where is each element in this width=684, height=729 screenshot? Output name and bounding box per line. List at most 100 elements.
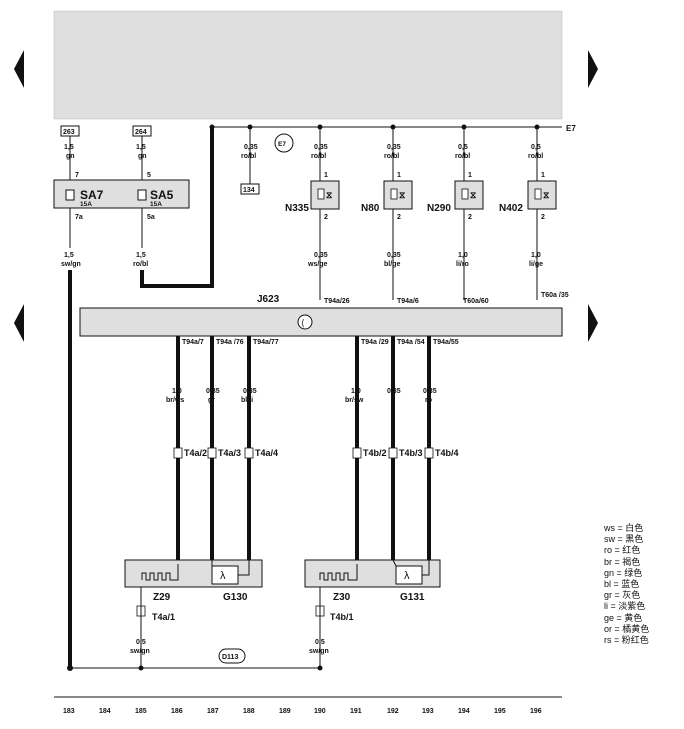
fuse2-out-color: ro/bl xyxy=(133,261,148,268)
svg-text:2: 2 xyxy=(468,214,472,221)
ground-point-d113 xyxy=(218,648,246,664)
svg-text:0,35: 0,35 xyxy=(387,144,401,151)
svg-text:⧖: ⧖ xyxy=(470,190,476,200)
svg-text:ro/bl: ro/bl xyxy=(311,153,326,160)
svg-text:T4b/2: T4b/2 xyxy=(363,448,387,458)
svg-text:1: 1 xyxy=(468,172,472,179)
legend-item: bl = 蓝色 xyxy=(604,579,640,590)
svg-text:1,0: 1,0 xyxy=(172,388,182,395)
svg-text:0,35: 0,35 xyxy=(243,388,257,395)
svg-text:185: 185 xyxy=(135,708,147,715)
nav-left-arrow-top[interactable] xyxy=(14,50,24,88)
sensor2-conn: T4b/1 xyxy=(330,612,354,622)
svg-text:T4a/4: T4a/4 xyxy=(255,448,278,458)
svg-text:1,0: 1,0 xyxy=(531,252,541,259)
svg-text:184: 184 xyxy=(99,708,111,715)
valve-n402-pin: T60a /35 xyxy=(541,292,569,299)
legend-item: ws = 白色 xyxy=(604,523,644,533)
fuse1-pin-out: 7a xyxy=(75,214,83,221)
fuse2-in-size: 1,5 xyxy=(136,144,146,151)
svg-text:0,35: 0,35 xyxy=(314,252,328,259)
svg-text:193: 193 xyxy=(422,708,434,715)
sensor-wire-4: T94a /29 1,0 br/sw T4b/2 xyxy=(345,336,389,560)
valve-n80-name: N80 xyxy=(361,203,380,214)
fuse1-in-size: 1,5 xyxy=(64,144,74,151)
svg-text:188: 188 xyxy=(243,708,255,715)
wire-color-legend: ws = 白色 sw = 黑色 ro = 红色 br = 褐色 gn = 绿色 … xyxy=(604,523,649,646)
svg-text:bl/li: bl/li xyxy=(241,397,253,404)
svg-text:T4b/4: T4b/4 xyxy=(435,448,459,458)
e7-branch-size: 0,35 xyxy=(244,144,258,151)
nav-right-arrow-top[interactable] xyxy=(588,50,598,88)
ecu-label: J623 xyxy=(257,294,280,305)
svg-text:T4a/3: T4a/3 xyxy=(218,448,241,458)
fuse2-out-size: 1,5 xyxy=(136,252,146,259)
svg-text:2: 2 xyxy=(397,214,401,221)
ecu-j623 xyxy=(79,307,563,337)
svg-text:0,35: 0,35 xyxy=(387,252,401,259)
svg-text:0,35: 0,35 xyxy=(423,388,437,395)
legend-item: sw = 黑色 xyxy=(604,534,644,545)
fuse2-rating: 15A xyxy=(150,201,162,208)
nav-left-arrow-middle[interactable] xyxy=(14,304,24,342)
svg-text:1: 1 xyxy=(541,172,545,179)
svg-text:183: 183 xyxy=(63,708,75,715)
connector-markers xyxy=(136,447,434,617)
svg-text:ro/bl: ro/bl xyxy=(384,153,399,160)
valve-n335: 0,35 ro/bl ⧖ 1 2 N335 0,35 ws/ge T94a/26 xyxy=(285,127,350,305)
valve-n80: 0,35 ro/bl ⧖ 1 2 N80 0,35 bl/ge T94a/6 xyxy=(361,127,419,305)
fuse-holder xyxy=(53,179,190,209)
svg-text:0,5: 0,5 xyxy=(458,144,468,151)
svg-text:br/sw: br/sw xyxy=(345,397,364,404)
svg-text:192: 192 xyxy=(387,708,399,715)
connector-ref-264: 264 xyxy=(135,129,147,136)
valve-n290-name: N290 xyxy=(427,203,451,214)
svg-text:⧖: ⧖ xyxy=(399,190,405,200)
svg-text:ro/bl: ro/bl xyxy=(455,153,470,160)
svg-text:1,0: 1,0 xyxy=(351,388,361,395)
legend-item: gr = 灰色 xyxy=(604,590,641,601)
svg-text:195: 195 xyxy=(494,708,506,715)
svg-text:li/ro: li/ro xyxy=(456,261,469,268)
e7-ref-circle xyxy=(274,133,294,153)
legend-item: ro = 红色 xyxy=(604,545,641,556)
svg-text:0,35: 0,35 xyxy=(206,388,220,395)
svg-text:T94a /29: T94a /29 xyxy=(361,339,389,346)
fuse1-name: SA7 xyxy=(80,188,104,202)
fuse2-pin-in: 5 xyxy=(147,172,151,179)
svg-text:1: 1 xyxy=(397,172,401,179)
svg-text:bl/ge: bl/ge xyxy=(384,261,400,268)
svg-text:187: 187 xyxy=(207,708,219,715)
svg-text:1,0: 1,0 xyxy=(458,252,468,259)
svg-text:186: 186 xyxy=(171,708,183,715)
oxygen-sensor-2: λ Z30 G131 xyxy=(304,559,441,603)
fuse1-out-color: sw/gn xyxy=(61,261,81,268)
svg-text:T94a/55: T94a/55 xyxy=(433,339,459,346)
power-panel xyxy=(53,10,563,120)
nav-right-arrow-middle[interactable] xyxy=(588,304,598,342)
valve-n402-name: N402 xyxy=(499,203,523,214)
svg-text:196: 196 xyxy=(530,708,542,715)
sensor-g131-name: G131 xyxy=(400,592,425,603)
sensor1-conn: T4a/1 xyxy=(152,612,175,622)
valve-n80-pin: T94a/6 xyxy=(397,298,419,305)
fuse1-out-size: 1,5 xyxy=(64,252,74,259)
ecu-symbol-icon xyxy=(297,314,313,330)
svg-text:li/ge: li/ge xyxy=(529,261,543,268)
sa5-feed-wire xyxy=(140,127,214,288)
svg-text:1: 1 xyxy=(324,172,328,179)
valve-n402: 0,5 ro/bl ⧖ 1 2 N402 1,0 li/ge T60a /35 xyxy=(499,127,569,300)
svg-text:T4a/2: T4a/2 xyxy=(184,448,207,458)
fuse2-pin-out: 5a xyxy=(147,214,155,221)
fuse2-name: SA5 xyxy=(150,188,174,202)
svg-text:T4b/3: T4b/3 xyxy=(399,448,423,458)
fuse1-pin-in: 7 xyxy=(75,172,79,179)
valve-n290-pin: T60a/60 xyxy=(463,298,489,305)
svg-text:2: 2 xyxy=(541,214,545,221)
sensor1-ground-color: sw/gn xyxy=(130,648,150,655)
sensor-wire-1: T94a/7 1,0 br/ws T4a/2 xyxy=(166,336,207,560)
svg-text:T94a /76: T94a /76 xyxy=(216,339,244,346)
svg-text:0,5: 0,5 xyxy=(531,144,541,151)
svg-text:⧖: ⧖ xyxy=(543,190,549,200)
